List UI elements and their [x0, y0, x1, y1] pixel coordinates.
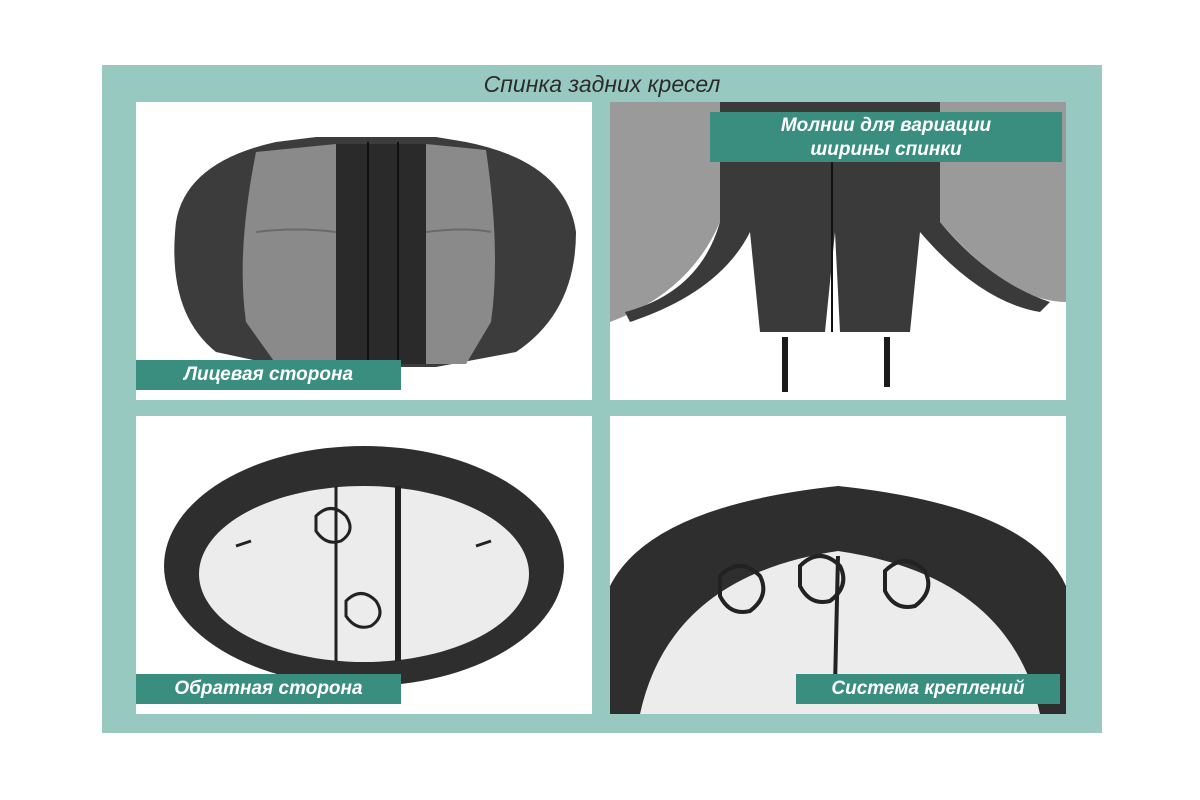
product-infographic-frame: Спинка задних кресел Лицевая сторона Мол…: [102, 65, 1102, 733]
panel-fastening-system: Система креплений: [610, 416, 1066, 714]
label-zippers: Молнии для вариации ширины спинки: [710, 112, 1062, 162]
page-title: Спинка задних кресел: [483, 71, 721, 97]
label-zippers-line2: ширины спинки: [810, 139, 962, 160]
seat-cover-fastening-photo: [610, 486, 1066, 714]
seat-cover-back-photo: [164, 446, 564, 686]
label-front-side: Лицевая сторона: [136, 360, 401, 390]
panel-back-side: Обратная сторона: [136, 416, 592, 714]
panel-front-side: Лицевая сторона: [136, 102, 592, 400]
label-back-side: Обратная сторона: [136, 674, 401, 704]
seat-cover-front-photo: [174, 137, 576, 367]
label-fastening-system: Система креплений: [796, 674, 1060, 704]
panel-zippers: Молнии для вариации ширины спинки: [610, 102, 1066, 400]
label-zippers-line1: Молнии для вариации: [780, 115, 992, 136]
